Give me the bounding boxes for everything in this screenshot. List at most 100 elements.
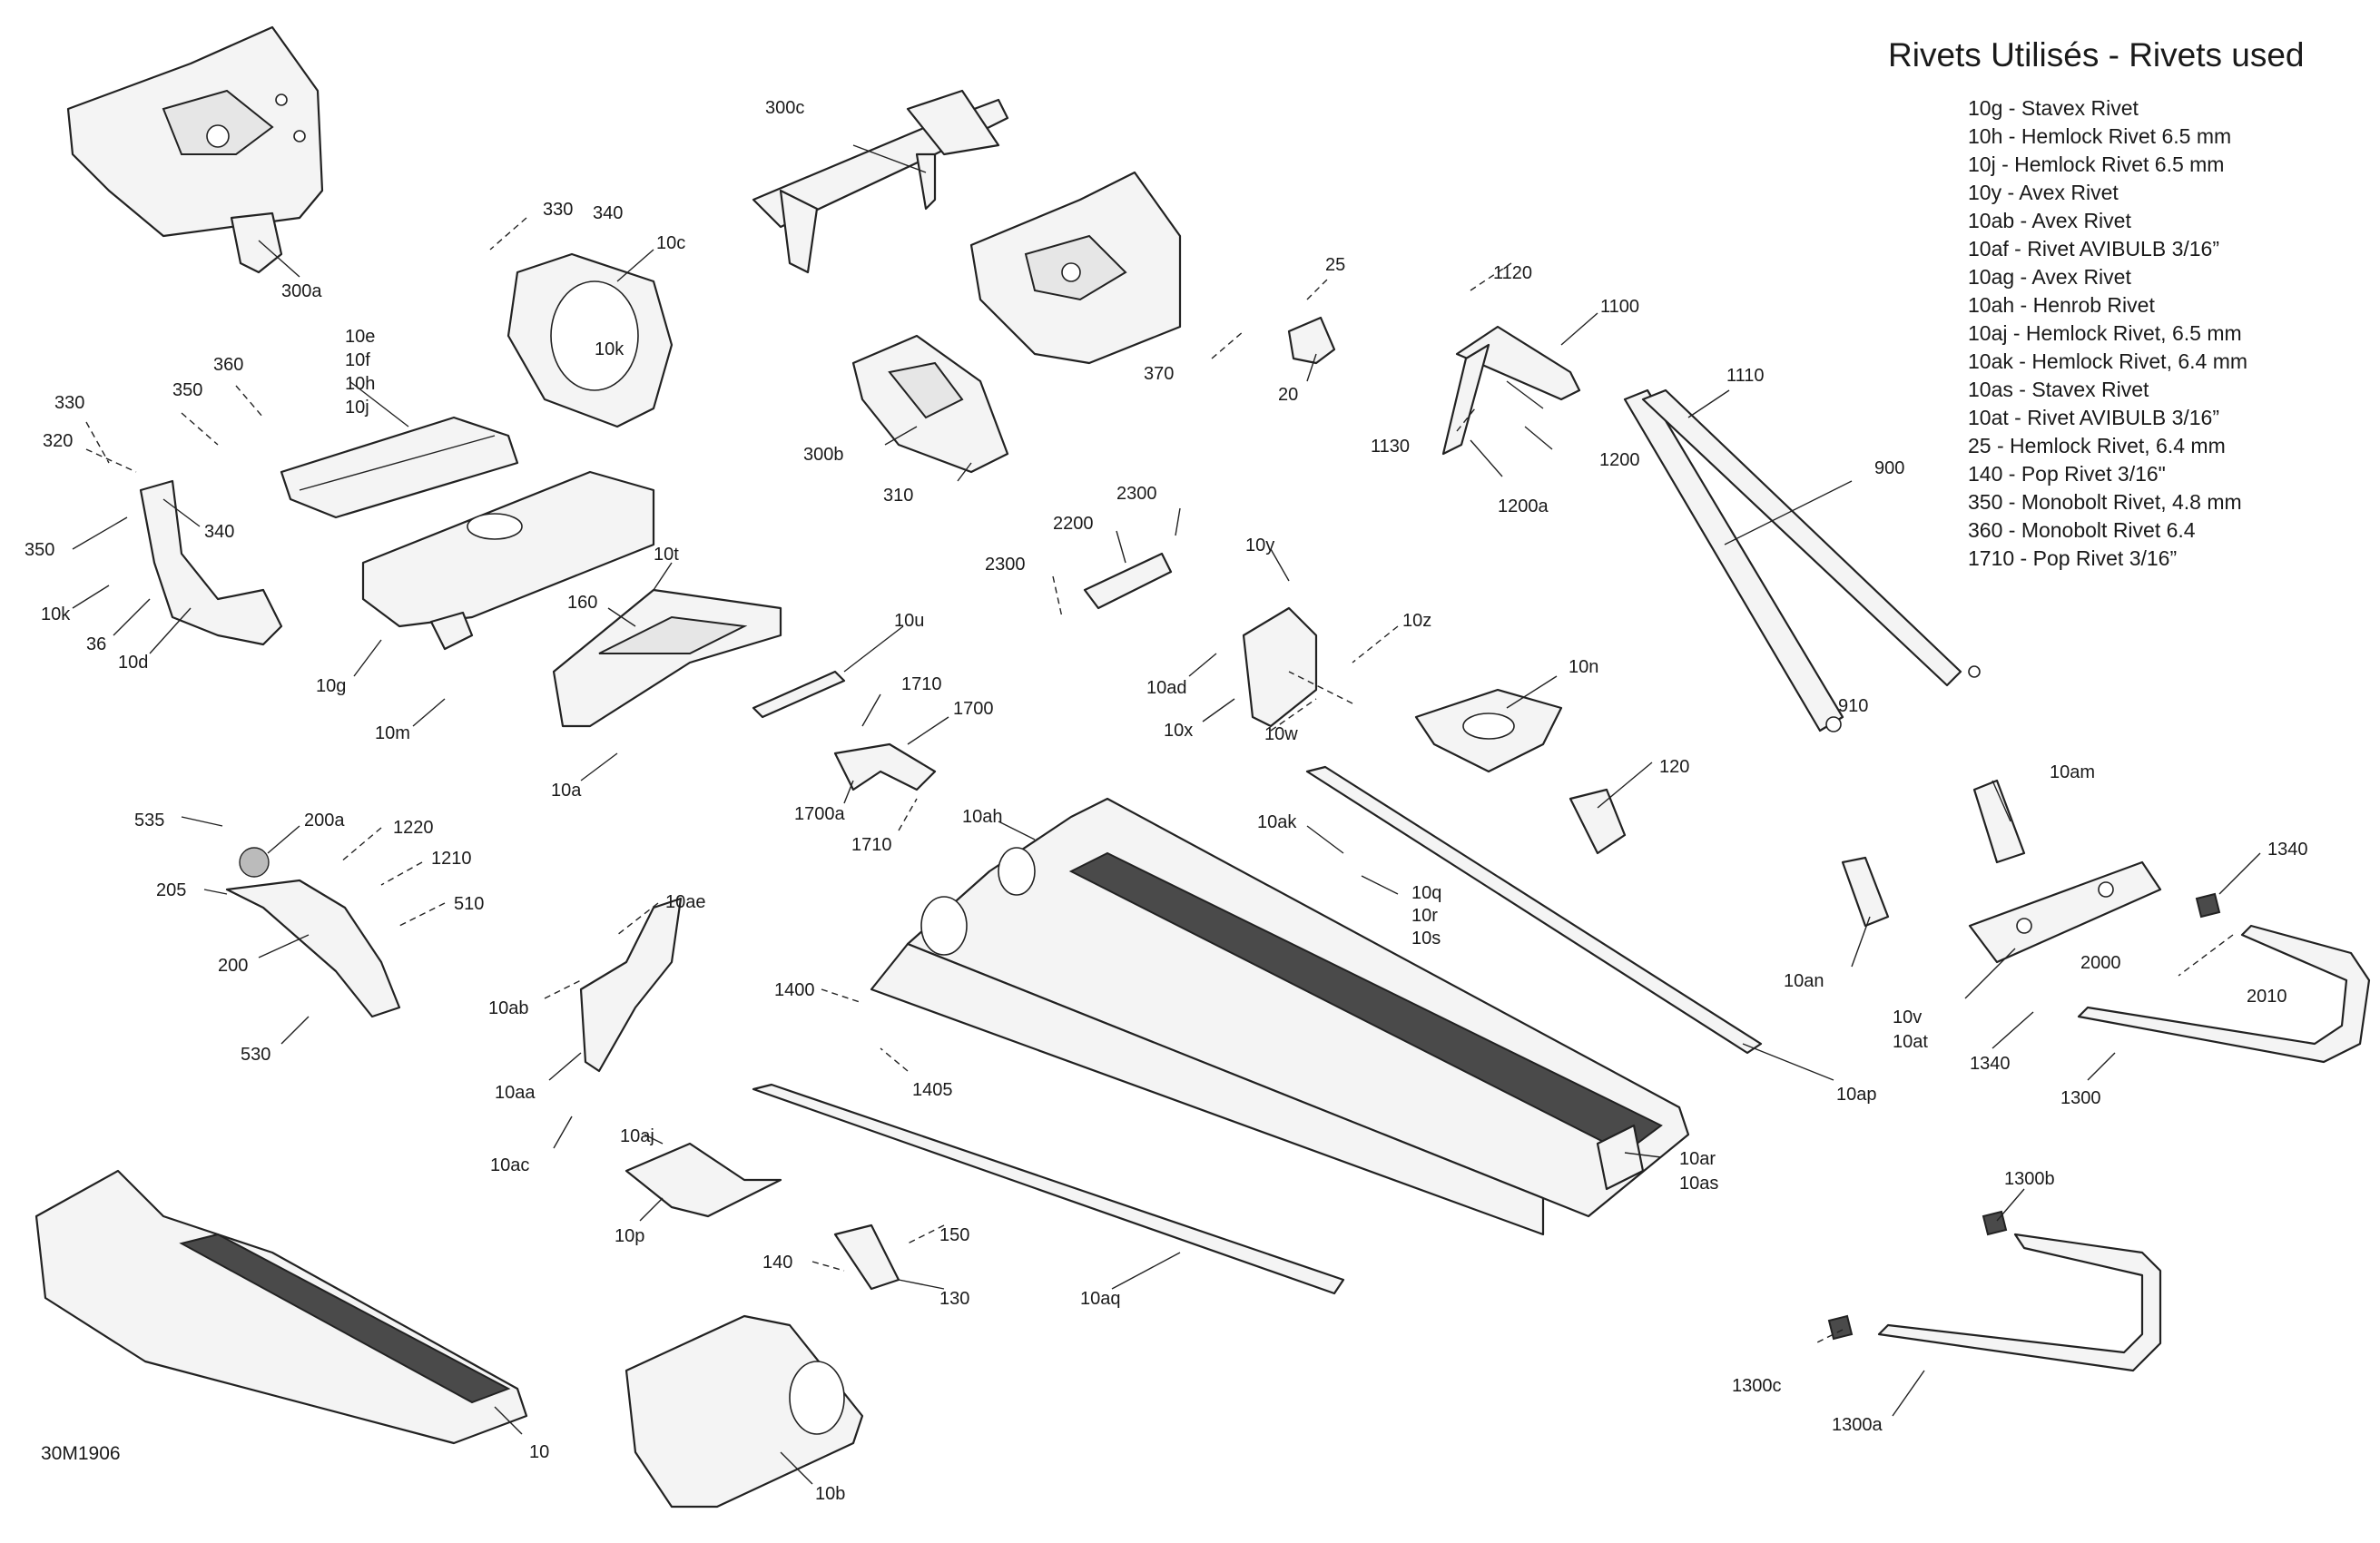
callout-label: 350 bbox=[25, 540, 54, 560]
part-10aa-bracket bbox=[579, 897, 683, 1073]
drawing-code: 30M1906 bbox=[41, 1443, 121, 1464]
callout-label: 10d bbox=[118, 653, 148, 673]
callout-label: 2200 bbox=[1053, 514, 1094, 534]
callout-label: 10ak bbox=[1257, 812, 1297, 832]
callout-label: 300c bbox=[765, 98, 804, 118]
callout-label: 10p bbox=[615, 1226, 644, 1246]
callout-label: 530 bbox=[241, 1045, 270, 1065]
callout-label: 1200 bbox=[1599, 450, 1640, 470]
callout-label: 1220 bbox=[393, 818, 434, 838]
callout-label: 1700a bbox=[794, 804, 845, 824]
callout-labels: 300a 300c 330 340 10c 10k 25 1120 1100 3… bbox=[25, 98, 2308, 1504]
callout-label: 360 bbox=[213, 355, 243, 375]
callout-label: 370 bbox=[1144, 364, 1174, 384]
legend-item: 10af - Rivet AVIBULB 3/16” bbox=[1968, 237, 2219, 260]
rivet-legend: Rivets Utilisés - Rivets used 10g - Stav… bbox=[1888, 36, 2305, 570]
legend-item: 10ah - Henrob Rivet bbox=[1968, 293, 2155, 317]
callout-label: 2010 bbox=[2247, 987, 2287, 1007]
callout-label: 10v bbox=[1893, 1007, 1922, 1027]
callout-label: 1200a bbox=[1498, 496, 1549, 516]
callout-label: 1100 bbox=[1600, 297, 1639, 317]
callout-label: 200 bbox=[218, 956, 248, 976]
callout-label: 330 bbox=[54, 393, 84, 413]
callout-label: 10k bbox=[41, 604, 71, 624]
callout-label: 1710 bbox=[901, 674, 942, 694]
legend-item: 25 - Hemlock Rivet, 6.4 mm bbox=[1968, 434, 2226, 457]
callout-label: 300b bbox=[803, 445, 844, 465]
part-10am bbox=[1972, 779, 2026, 864]
legend-item: 1710 - Pop Rivet 3/16” bbox=[1968, 546, 2177, 570]
callout-label: 10j bbox=[345, 398, 369, 418]
callout-label: 910 bbox=[1838, 696, 1868, 716]
callout-label: 1300b bbox=[2004, 1169, 2055, 1189]
part-1300c-clip bbox=[1827, 1314, 1854, 1341]
callout-label: 36 bbox=[86, 634, 106, 654]
callout-label: 10e bbox=[345, 327, 375, 347]
callout-label: 120 bbox=[1659, 757, 1689, 777]
legend-item: 360 - Monobolt Rivet 6.4 bbox=[1968, 518, 2196, 542]
legend-item: 10ak - Hemlock Rivet, 6.4 mm bbox=[1968, 349, 2247, 373]
callout-label: 160 bbox=[567, 593, 597, 613]
callout-label: 10t bbox=[654, 545, 679, 565]
part-200-arm bbox=[225, 847, 401, 1018]
callout-label: 10aj bbox=[620, 1126, 654, 1146]
callout-label: 10am bbox=[2050, 762, 2095, 782]
callout-label: 10ad bbox=[1146, 678, 1187, 698]
callout-label: 2300 bbox=[985, 555, 1026, 575]
part-10y-assembly bbox=[1242, 606, 1318, 728]
part-2200-bracket bbox=[1083, 552, 1173, 610]
callout-label: 10an bbox=[1784, 971, 1824, 991]
legend-item: 10j - Hemlock Rivet 6.5 mm bbox=[1968, 152, 2224, 176]
callout-label: 10f bbox=[345, 350, 370, 370]
callout-label: 10 bbox=[529, 1442, 549, 1462]
part-1700-bracket bbox=[833, 742, 937, 791]
callout-label: 10ae bbox=[665, 892, 706, 912]
callout-label: 10n bbox=[1569, 657, 1598, 677]
part-1100-link bbox=[1441, 325, 1581, 456]
callout-label: 10s bbox=[1411, 929, 1441, 948]
part-300b-bracket bbox=[851, 334, 1009, 474]
callout-label: 10c bbox=[656, 233, 685, 253]
part-120 bbox=[1569, 788, 1627, 855]
callout-label: 1340 bbox=[1970, 1054, 2011, 1074]
callout-label: 10ac bbox=[490, 1155, 529, 1175]
callout-label: 10x bbox=[1164, 721, 1193, 741]
part-1300-bumper bbox=[2077, 892, 2371, 1064]
leader-lines bbox=[72, 144, 2261, 1485]
callout-label: 1130 bbox=[1371, 437, 1410, 457]
callout-label: 300a bbox=[281, 281, 322, 301]
callout-label: 320 bbox=[43, 431, 73, 451]
part-160-panel bbox=[552, 588, 782, 728]
callout-label: 1700 bbox=[953, 699, 994, 719]
callout-label: 10ar bbox=[1679, 1149, 1716, 1169]
callout-label: 1340 bbox=[2267, 840, 2308, 860]
callout-label: 2000 bbox=[2080, 953, 2121, 973]
callout-label: 130 bbox=[939, 1289, 969, 1309]
callout-label: 10b bbox=[815, 1484, 845, 1504]
callout-label: 10ah bbox=[962, 807, 1003, 827]
legend-item: 10h - Hemlock Rivet 6.5 mm bbox=[1968, 124, 2231, 148]
legend-item: 10aj - Hemlock Rivet, 6.5 mm bbox=[1968, 321, 2242, 345]
legend-item: 350 - Monobolt Rivet, 4.8 mm bbox=[1968, 490, 2242, 514]
callout-label: 150 bbox=[939, 1225, 969, 1245]
part-10t-plate bbox=[361, 470, 655, 651]
callout-label: 10u bbox=[894, 611, 924, 631]
callout-label: 10at bbox=[1893, 1032, 1928, 1052]
callout-label: 205 bbox=[156, 880, 186, 900]
part-10e-plate bbox=[280, 416, 519, 519]
part-300a-frame bbox=[66, 25, 324, 274]
part-10d-arm bbox=[139, 479, 283, 646]
callout-label: 1210 bbox=[431, 849, 472, 869]
callout-label: 310 bbox=[883, 486, 913, 506]
part-10n-mount bbox=[1414, 688, 1563, 773]
callout-label: 10g bbox=[316, 676, 346, 696]
callout-label: 10z bbox=[1402, 611, 1431, 631]
callout-label: 340 bbox=[204, 522, 234, 542]
callout-label: 10m bbox=[375, 723, 410, 743]
callout-label: 10y bbox=[1245, 536, 1274, 555]
callout-label: 1300 bbox=[2060, 1088, 2101, 1108]
callout-label: 10r bbox=[1411, 906, 1438, 926]
legend-item: 10at - Rivet AVIBULB 3/16” bbox=[1968, 406, 2219, 429]
callout-label: 10as bbox=[1679, 1174, 1718, 1194]
